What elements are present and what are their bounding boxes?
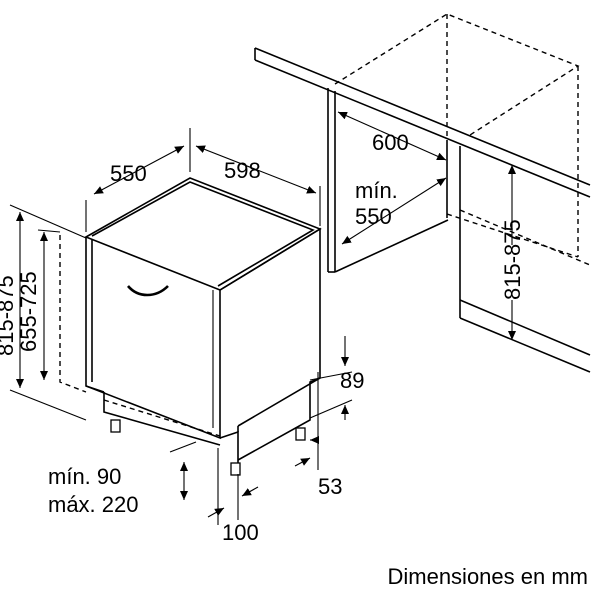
label-plinth-89: 89 [340,368,364,393]
label-toe-min-90: mín. 90 [48,464,121,489]
label-width-598: 598 [224,158,261,183]
niche-cabinet [254,13,591,373]
label-toe-depth-100: 100 [222,520,259,545]
foot-front-right [230,462,241,476]
foot-rear-right [295,427,306,441]
label-niche-width-550: 550 [355,204,392,229]
label-niche-depth-600: 600 [372,130,409,155]
label-door-655-725: 655-725 [16,271,41,352]
label-height-815-875: 815-875 [0,275,18,356]
foot-front-left [110,419,121,433]
label-toe-max-220: máx. 220 [48,492,139,517]
label-plinth-53: 53 [318,474,342,499]
dishwasher-body [59,177,322,476]
label-niche-height-815-875: 815-875 [500,219,525,300]
caption-units: Dimensiones en mm [387,564,588,589]
label-depth-550: 550 [110,161,147,186]
label-niche-width-min: mín. [355,178,398,203]
door-handle [127,285,169,297]
dimension-lines [9,111,516,525]
